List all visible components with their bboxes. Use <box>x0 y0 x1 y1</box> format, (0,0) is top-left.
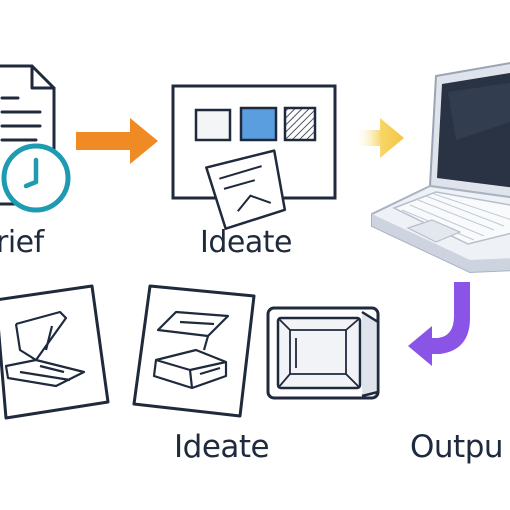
arrow-ideate-to-build <box>354 118 404 158</box>
storyboard-frame-icon <box>171 84 337 230</box>
document-clock-icon <box>0 64 71 213</box>
arrow-brief-to-ideate <box>76 118 158 164</box>
step-label-output: Outpu <box>410 429 504 465</box>
laptop-icon <box>371 62 510 274</box>
step-label-brief: rief <box>0 225 44 260</box>
framed-device-icon <box>266 306 380 400</box>
lid-device-card <box>0 284 110 420</box>
step-label-ideate: Ideate <box>200 225 292 260</box>
step-label-ideate-second: Ideate <box>174 429 270 465</box>
sketch-cards-icon <box>132 284 256 418</box>
arrow-build-to-output <box>408 282 470 366</box>
